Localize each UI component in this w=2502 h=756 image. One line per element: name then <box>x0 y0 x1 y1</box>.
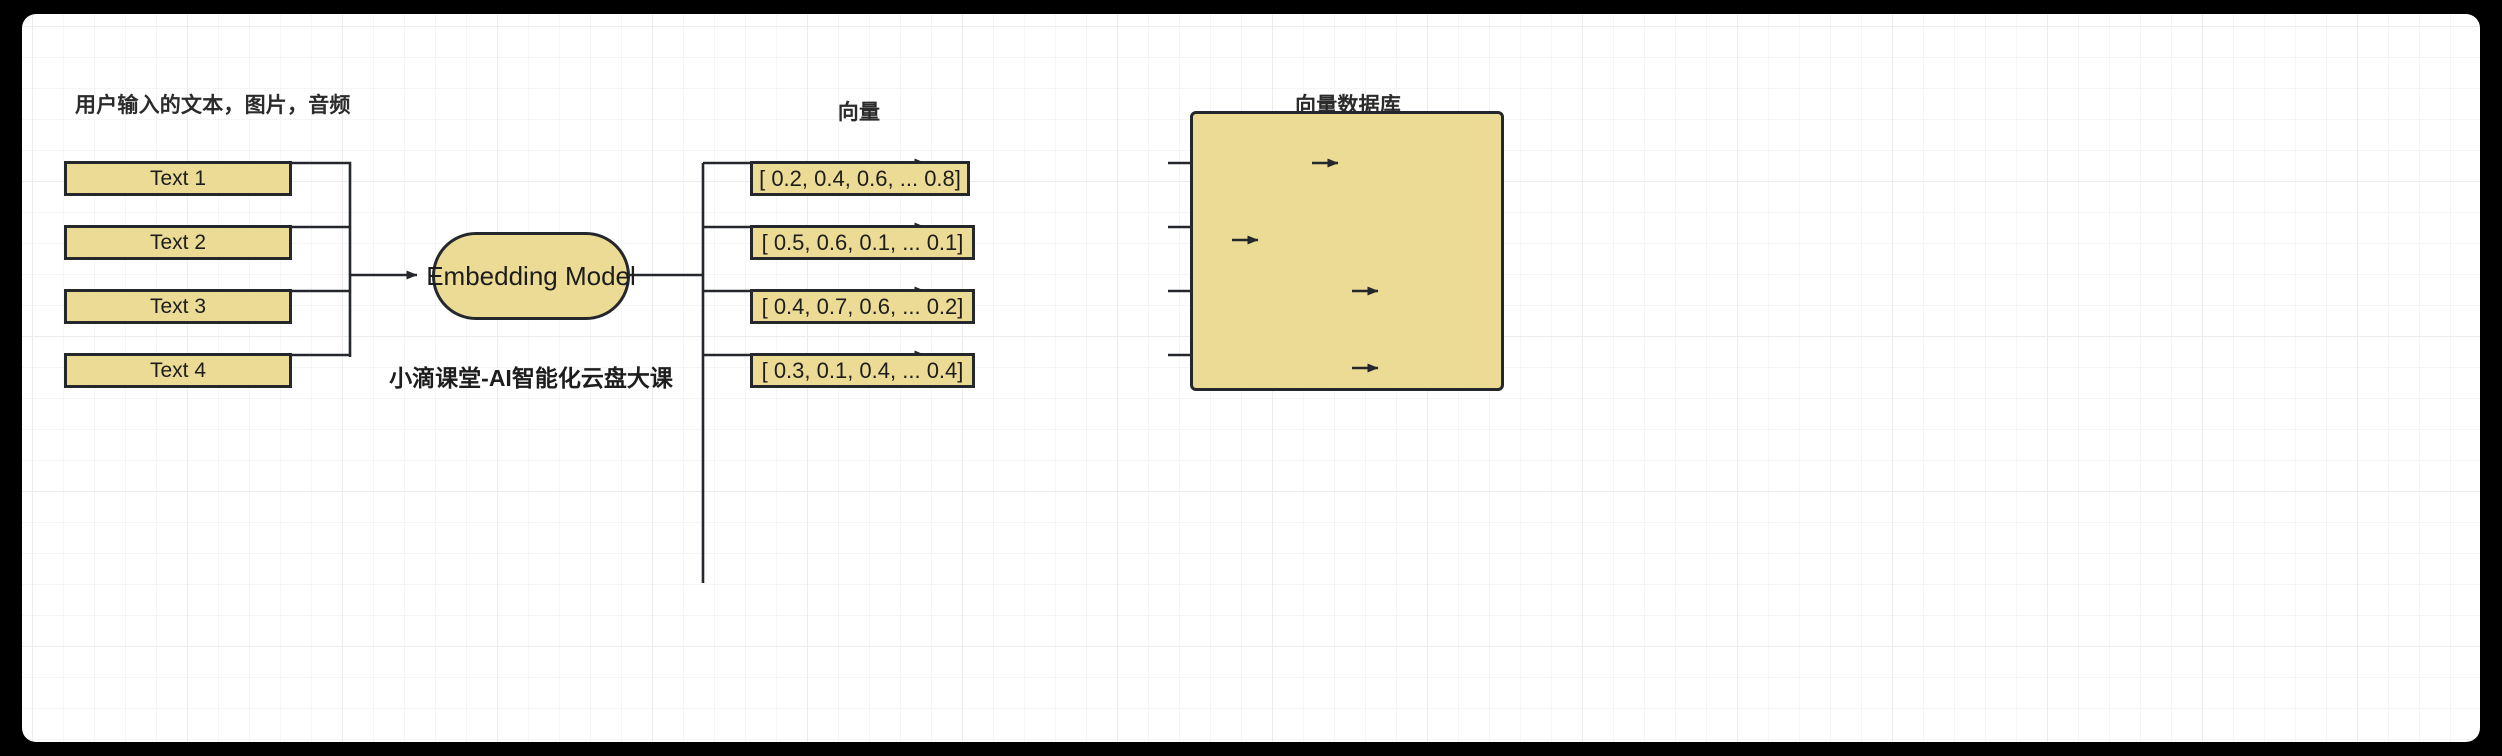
vector-label: [ 0.4, 0.7, 0.6, ... 0.2] <box>761 293 964 319</box>
vector-box-1[interactable]: [ 0.2, 0.4, 0.6, ... 0.8] <box>750 161 970 196</box>
input-text-label: Text 4 <box>149 358 207 382</box>
input-text-box-3[interactable]: Text 3 <box>64 289 292 324</box>
vector-box-2[interactable]: [ 0.5, 0.6, 0.1, ... 0.1] <box>750 225 975 260</box>
input-text-label: Text 1 <box>149 166 207 190</box>
input-text-label: Text 2 <box>149 230 207 254</box>
embedding-model-label: Embedding Model <box>426 260 636 291</box>
vector-box-4[interactable]: [ 0.3, 0.1, 0.4, ... 0.4] <box>750 353 975 388</box>
vector-label: [ 0.2, 0.4, 0.6, ... 0.8] <box>759 165 961 191</box>
diagram-canvas: 用户输入的文本，图片，音频 向量 向量数据库 <box>22 14 2480 742</box>
input-text-box-4[interactable]: Text 4 <box>64 353 292 388</box>
vector-label: [ 0.3, 0.1, 0.4, ... 0.4] <box>761 357 964 383</box>
input-text-box-1[interactable]: Text 1 <box>64 161 292 196</box>
section-title-vectors: 向量 <box>837 101 881 124</box>
input-text-label: Text 3 <box>149 294 207 318</box>
section-title-inputs: 用户输入的文本，图片，音频 <box>75 94 351 117</box>
vector-box-3[interactable]: [ 0.4, 0.7, 0.6, ... 0.2] <box>750 289 975 324</box>
input-text-box-2[interactable]: Text 2 <box>64 225 292 260</box>
course-caption: 小滴课堂-AI智能化云盘大课 <box>389 365 673 391</box>
embedding-model-node[interactable]: Embedding Model <box>426 232 636 320</box>
vector-label: [ 0.5, 0.6, 0.1, ... 0.1] <box>761 229 964 255</box>
vector-node-cluster <box>1193 114 1504 391</box>
vector-database-node[interactable] <box>1190 111 1504 391</box>
